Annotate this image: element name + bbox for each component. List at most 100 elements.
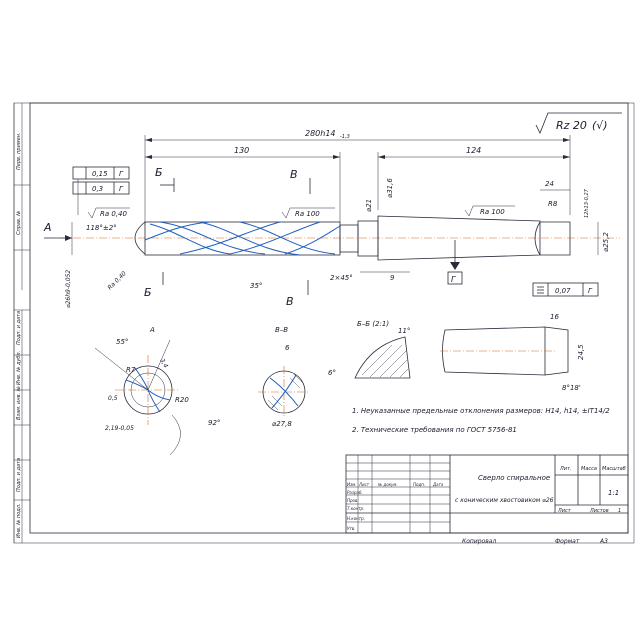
tang-r: R8 <box>548 200 558 208</box>
tb-scale-label: Масштаб <box>602 466 626 472</box>
dim-flute-text: 130 <box>234 146 249 155</box>
ra-labels: Ra 0,40 Ra 100 Ra 100 <box>87 205 515 219</box>
ra-100a: Ra 100 <box>295 210 320 218</box>
chamfer: 2×45° <box>330 274 353 282</box>
tb-sheets-n: 1 <box>618 508 621 514</box>
tb-row-2: № докум. <box>377 482 398 487</box>
dim-flute: 130 <box>145 146 340 159</box>
roughness-value: Rz 20 <box>556 119 587 132</box>
vv-d6: 6 <box>285 344 290 352</box>
label-b-top: Б <box>155 166 163 179</box>
va-d34: 3,4 <box>158 358 169 370</box>
tb-side-2: Т.контр. <box>347 506 364 511</box>
tb-name2: с коническим хвостовиком ⌀26 <box>455 497 554 504</box>
tb-scale: 1:1 <box>608 489 619 497</box>
format-label: Формат <box>555 538 580 545</box>
margin-label-5: Подп. и дата <box>16 458 22 492</box>
va-a55: 55° <box>116 338 128 346</box>
dim-overall: 280h14 -1,3 <box>145 129 570 142</box>
label-a: А <box>43 221 52 234</box>
d-neck: ⌀21 <box>365 199 373 212</box>
tb-sheets: Листов <box>589 508 609 514</box>
roughness-symbol: Rz 20 (√) <box>535 112 622 134</box>
parallel-value: 0,07 <box>555 287 571 295</box>
parallel-frame: 0,07 Г <box>532 282 599 297</box>
tb-row-3: Подп. <box>413 482 425 487</box>
va-a92: 92° <box>208 419 220 427</box>
section-markers: А Б Б В В <box>43 166 311 308</box>
tang-len: 24 <box>545 180 554 188</box>
view-bb-title: Б–Б (2:1) <box>357 320 389 328</box>
tang-h245: 24,5 <box>577 344 585 360</box>
dim-shank-text: 124 <box>466 146 481 155</box>
tb-name1: Сверло спиральное <box>478 474 550 482</box>
dim-overall-tol: -1,3 <box>340 134 350 140</box>
diam-main: ⌀26h9-0,052 <box>65 270 72 308</box>
runout1-ref: Г <box>119 170 124 178</box>
tb-mass: Масса <box>581 466 597 472</box>
margin-label-4: Взам. инв. № <box>16 386 22 420</box>
point-angle: 118°±2° <box>86 224 117 232</box>
tb-side-3: Н.контр. <box>347 516 365 521</box>
margin-label-0: Перв. примен. <box>16 132 22 170</box>
margin-label-6: Инв. № подл. <box>16 504 22 539</box>
ra-100b: Ra 100 <box>480 208 505 216</box>
bb-a11: 11° <box>398 327 410 335</box>
label-v-bottom: В <box>286 295 294 308</box>
runout2: 0,3 <box>92 185 103 193</box>
va-d05: 0,5 <box>108 395 118 402</box>
copied-label: Копировал <box>462 538 496 545</box>
tang-detail: 16 24,5 8°18' <box>440 313 585 392</box>
note-1: 1. Неуказанные предельные отклонения раз… <box>352 407 610 415</box>
tb-side-1: Пров. <box>347 498 359 503</box>
margin-labels: Перв. примен. Справ. № Подп. и дата Инв.… <box>16 132 22 538</box>
vv-diam: ⌀27,8 <box>272 420 292 428</box>
va-r20: R20 <box>175 396 189 404</box>
notes: 1. Неуказанные предельные отклонения раз… <box>352 407 610 434</box>
margin-label-2: Подп. и дата <box>16 311 22 345</box>
view-a: А R7 R20 55° 3,4 0,5 2,19-0,05 92° <box>94 326 220 456</box>
view-vv: В–В 6 ⌀27,8 <box>258 326 310 428</box>
tang-tol: 12h13-0,27 <box>584 188 590 218</box>
va-r7: R7 <box>126 366 136 374</box>
margin-label-1: Справ. № <box>16 211 22 235</box>
parallel-ref: Г <box>588 287 593 295</box>
tb-side-4: Утв. <box>347 526 355 531</box>
roughness-suffix: (√) <box>592 119 608 132</box>
format-value: А3 <box>599 538 608 545</box>
tb-row-4: Дата <box>432 482 444 487</box>
tang-w16: 16 <box>550 313 559 321</box>
neck-len: 9 <box>390 274 395 282</box>
tang-angle: 8°18' <box>562 384 581 392</box>
drill-body <box>60 215 620 261</box>
note-2: 2. Технические требования по ГОСТ 5756-8… <box>352 426 517 434</box>
tb-sheet: Лист <box>557 508 572 514</box>
va-d219: 2,19-0,05 <box>105 425 134 432</box>
view-a-title: А <box>149 326 155 334</box>
ra-040: Ra 0,40 <box>100 210 128 218</box>
dim-shank: 124 <box>378 146 570 159</box>
d-shank: ⌀31,6 <box>386 178 394 198</box>
helix-angle: 35° <box>250 282 262 290</box>
datum-g-text: Г <box>451 275 456 284</box>
view-bb: Б–Б (2:1) 11° 6° <box>328 320 411 379</box>
label-v-top: В <box>290 168 298 181</box>
ra-040b: Ra 0,40 <box>106 270 127 291</box>
margin-label-3: Инв. № дубл. <box>16 351 22 385</box>
view-vv-title: В–В <box>275 326 288 334</box>
title-block: Сверло спиральное с коническим хвостовик… <box>345 454 629 534</box>
bb-a6: 6° <box>328 369 336 377</box>
dim-overall-text: 280h14 <box>305 129 336 138</box>
tb-lit: Лит. <box>559 466 572 472</box>
runout1: 0,15 <box>92 170 108 178</box>
runout2-ref: Г <box>119 185 124 193</box>
d-taper-end: ⌀25,2 <box>602 232 610 252</box>
inner-frame <box>29 102 629 534</box>
label-b-bottom: Б <box>144 286 152 299</box>
tb-side-0: Разраб. <box>347 490 363 495</box>
tb-row-1: Лист <box>358 482 370 487</box>
datum-g: Г <box>447 240 463 285</box>
tb-row-0: Изм. <box>347 482 356 487</box>
tolerance-frames: 0,15 Г 0,3 Г <box>72 166 130 215</box>
